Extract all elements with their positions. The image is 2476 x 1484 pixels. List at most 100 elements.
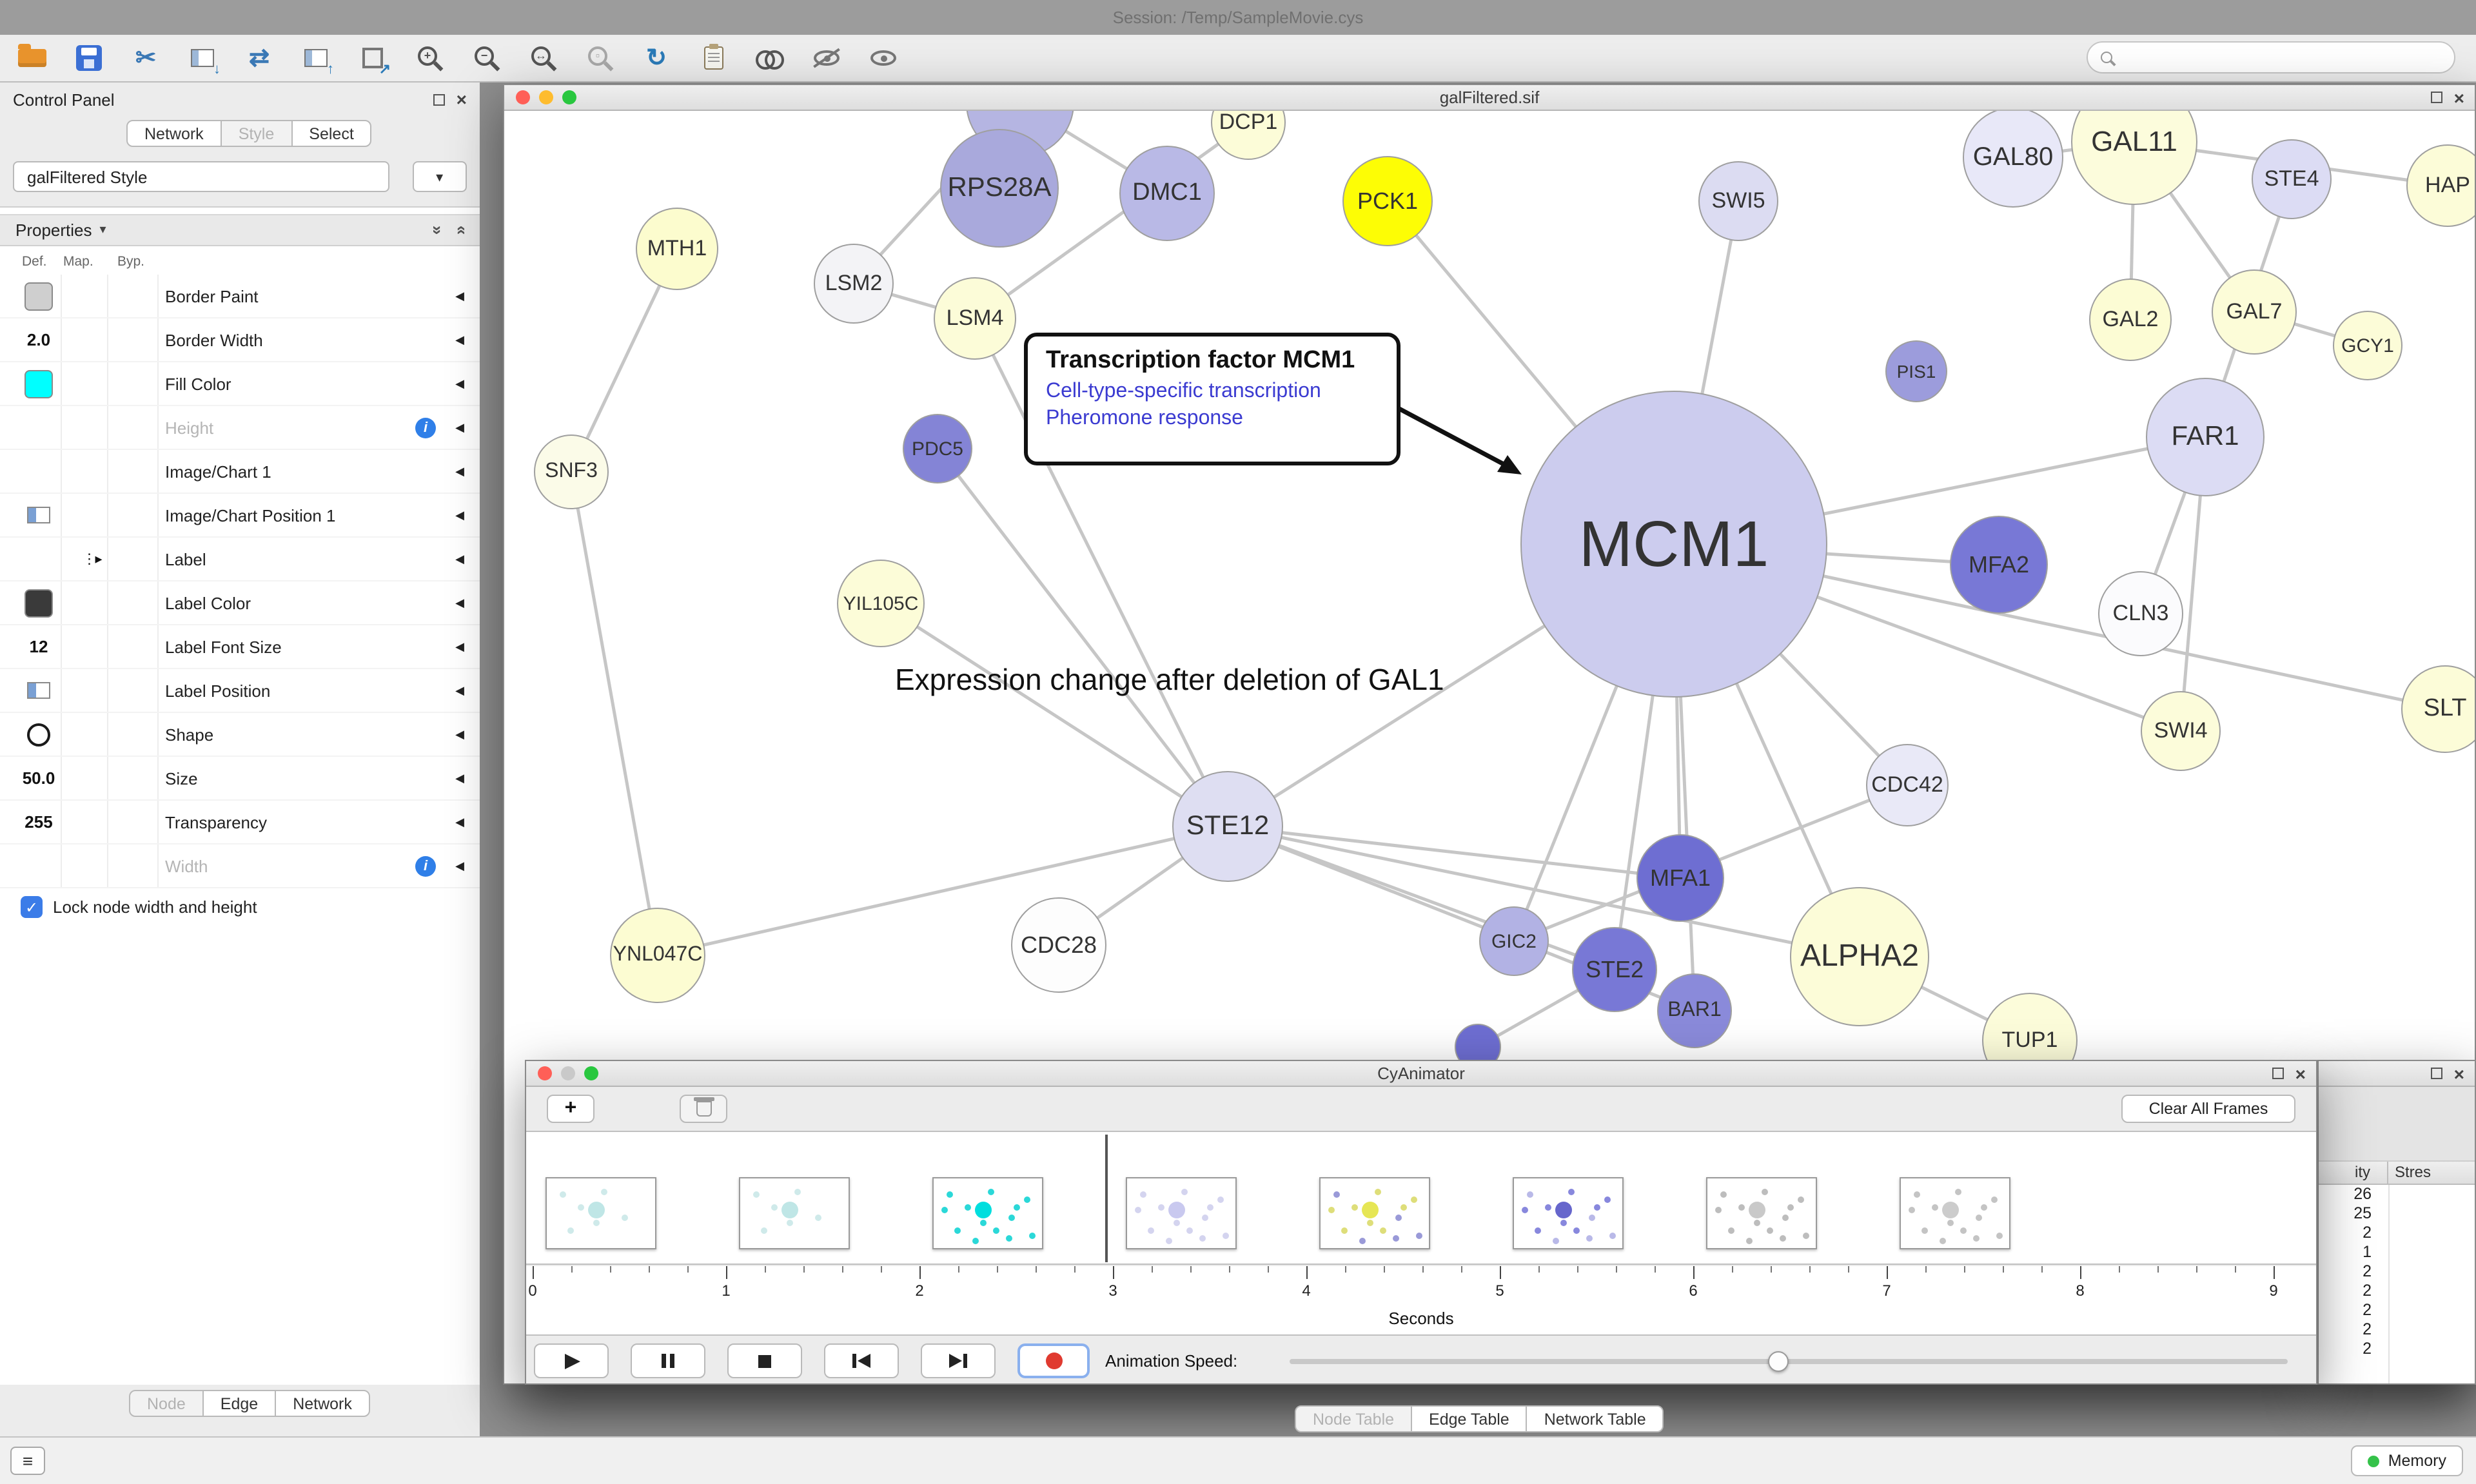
frame-thumbnail-2[interactable] [932,1177,1043,1249]
animation-speed-slider[interactable] [1289,1351,2288,1371]
float-window-icon[interactable] [2430,1068,2442,1079]
style-options-button[interactable]: ▾ [412,161,467,192]
property-default-cell[interactable] [15,538,62,580]
property-row[interactable]: Label Color◀ [0,581,480,625]
property-mapping-cell[interactable] [72,581,111,624]
property-default-cell[interactable] [15,581,62,624]
expand-row-icon[interactable]: ◀ [455,508,464,521]
property-default-cell[interactable] [15,406,62,449]
close-icon[interactable]: × [456,89,467,110]
property-default-cell[interactable] [15,275,62,317]
expand-row-icon[interactable]: ◀ [455,333,464,346]
property-default-cell[interactable]: 2.0 [26,330,51,349]
frame-thumbnail-3[interactable] [1126,1177,1237,1249]
maximize-traffic-light[interactable] [584,1066,598,1080]
table-row[interactable]: 2 [2363,1340,2372,1358]
zoom-in-icon[interactable]: + [410,39,449,77]
table-column-header[interactable]: ity [2319,1162,2388,1184]
import-network-icon[interactable]: ✂ [135,44,156,72]
property-row[interactable]: Shape◀ [0,713,480,757]
paste-icon[interactable] [694,39,732,77]
frame-thumbnail-7[interactable] [1900,1177,2010,1249]
expand-row-icon[interactable]: ◀ [455,464,464,477]
save-session-icon[interactable] [70,39,108,77]
network-node-LSM4[interactable]: LSM4 [934,277,1016,360]
property-row[interactable]: Image/Chart 1◀ [0,450,480,494]
search-input[interactable] [2120,47,2441,68]
network-node-RPS28A[interactable]: RPS28A [940,129,1059,248]
record-button[interactable] [1017,1343,1090,1378]
info-icon[interactable]: i [415,417,436,438]
tab-network-table[interactable]: Network Table [1526,1405,1664,1432]
property-default-cell[interactable] [15,494,62,536]
network-merge-icon[interactable]: ⇄ [249,44,270,72]
network-node-GAL11[interactable]: GAL11 [2071,111,2197,205]
clear-all-frames-button[interactable]: Clear All Frames [2121,1095,2295,1123]
property-default-cell[interactable]: 50.0 [22,768,55,788]
network-node-MCM1[interactable]: MCM1 [1520,391,1827,698]
property-row[interactable]: Fill Color◀ [0,362,480,406]
network-node-HAP[interactable]: HAP [2406,144,2475,227]
property-mapping-cell[interactable] [72,450,111,493]
network-caption[interactable]: Expression change after deletion of GAL1 [895,663,1444,696]
network-node-FAR1[interactable]: FAR1 [2146,378,2265,496]
expand-row-icon[interactable]: ◀ [455,552,464,565]
network-node-SNF3[interactable]: SNF3 [534,434,609,509]
network-node-LSM2[interactable]: LSM2 [814,244,894,324]
network-node-GAL7[interactable]: GAL7 [2212,269,2297,355]
apply-layout-icon[interactable]: ↻ [646,44,667,72]
table-column-header[interactable]: Stres [2395,1163,2432,1181]
zoom-out-icon[interactable]: − [467,39,506,77]
expand-row-icon[interactable]: ◀ [455,420,464,433]
close-traffic-light[interactable] [516,90,530,104]
property-mapping-cell[interactable] [72,362,111,405]
expand-row-icon[interactable]: ◀ [455,859,464,872]
maximize-traffic-light[interactable] [562,90,576,104]
expand-row-icon[interactable]: ◀ [455,596,464,609]
network-node-CDC42[interactable]: CDC42 [1866,744,1949,826]
previous-frame-button[interactable] [824,1343,899,1378]
close-traffic-light[interactable] [538,1066,552,1080]
play-button[interactable] [534,1343,609,1378]
memory-button[interactable]: Memory [2350,1445,2463,1476]
property-default-cell[interactable]: 12 [29,637,48,656]
hide-details-icon[interactable] [807,39,846,77]
tab-edge[interactable]: Edge [202,1390,277,1417]
close-icon[interactable]: × [2295,1063,2306,1084]
property-mapping-cell[interactable] [72,845,111,887]
frames-timeline[interactable] [526,1131,2316,1265]
property-default-cell[interactable] [15,713,62,756]
frame-thumbnail-0[interactable] [545,1177,656,1249]
network-node-DCP1[interactable]: DCP1 [1211,111,1286,160]
table-row[interactable]: 2 [2363,1262,2372,1280]
property-mapping-cell[interactable] [72,669,111,712]
network-node-SLT[interactable]: SLT [2401,665,2475,753]
expand-all-icon[interactable]: » [449,225,469,235]
network-node-YIL105C[interactable]: YIL105C [837,560,925,647]
pause-button[interactable] [631,1343,705,1378]
search-network-icon[interactable] [751,39,789,77]
stop-button[interactable] [727,1343,802,1378]
tab-select[interactable]: Select [291,120,372,147]
cyanimator-titlebar[interactable]: CyAnimator × [526,1061,2316,1087]
network-node-ALPHA2[interactable]: ALPHA2 [1790,887,1929,1026]
network-window-titlebar[interactable]: galFiltered.sif × [504,85,2475,111]
float-window-icon[interactable] [2272,1068,2284,1079]
property-mapping-cell[interactable] [72,275,111,317]
property-mapping-cell[interactable] [72,494,111,536]
style-dropdown[interactable]: galFiltered Style [13,161,389,192]
export-table-icon[interactable]: ↑ [297,39,335,77]
frame-thumbnail-1[interactable] [739,1177,850,1249]
expand-row-icon[interactable]: ◀ [455,376,464,389]
properties-section-header[interactable]: Properties ▾ » » [0,214,480,246]
collapse-all-icon[interactable]: » [427,225,447,235]
zoom-fit-icon[interactable]: ↔ [524,39,562,77]
network-node-GCY1[interactable]: GCY1 [2333,311,2402,380]
minimize-traffic-light[interactable] [561,1066,575,1080]
tab-edge-table[interactable]: Edge Table [1411,1405,1528,1432]
property-row[interactable]: Image/Chart Position 1◀ [0,494,480,538]
property-default-cell[interactable] [15,450,62,493]
